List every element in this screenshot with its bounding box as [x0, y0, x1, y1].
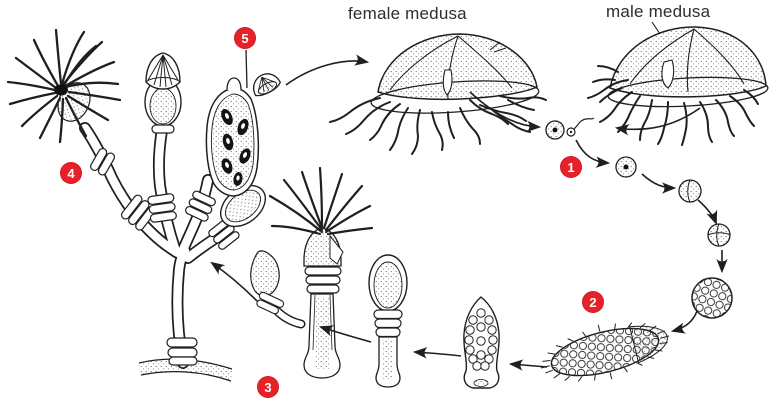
stage-marker-5: 5: [234, 27, 256, 49]
male-medusa-figure: [587, 21, 769, 146]
young-polyp-with-tentacles: [250, 166, 374, 379]
two-cell-stage: [678, 179, 702, 203]
female-medusa-figure: [329, 33, 547, 155]
manubrium: [442, 69, 453, 96]
blastula: [691, 277, 733, 319]
zygote: [615, 156, 637, 178]
developing-polyp: [368, 254, 408, 388]
arrow-fertilization-to-zygote: [575, 139, 611, 168]
egg: [545, 120, 565, 140]
capped-bud-polyp: [144, 52, 182, 134]
arrow-settled-to-developing: [412, 347, 462, 359]
colony-annuli: [90, 147, 240, 366]
tentacles: [329, 95, 547, 155]
stage-marker-1: 1: [560, 156, 582, 178]
tentacles: [587, 65, 759, 146]
arrow-developing-to-young-polyp: [318, 325, 372, 343]
marker-5-pointer-line: [245, 49, 248, 89]
arrow-blastula-to-planula: [670, 310, 698, 334]
flow-arrows: [210, 54, 728, 371]
stage-marker-3: 3: [257, 376, 279, 398]
arrow-released-medusa-to-female: [285, 54, 370, 86]
manubrium: [661, 59, 675, 89]
sperm: [566, 117, 595, 137]
gonangium: [205, 49, 260, 197]
feeding-polyp: [6, 28, 122, 144]
stage-marker-4: 4: [60, 162, 82, 184]
arrow-female-to-egg: [469, 91, 542, 133]
stage-marker-2: 2: [582, 291, 604, 313]
female-medusa-label: female medusa: [348, 4, 467, 23]
lateral-bud: [250, 250, 280, 297]
colony-stalks: [79, 122, 306, 369]
arrow-zygote-to-two-cell: [641, 173, 677, 194]
released-medusa: [253, 73, 282, 97]
male-medusa-label: male medusa: [606, 2, 711, 21]
arrow-young-polyp-to-colony: [210, 261, 258, 302]
planula-larva: [540, 322, 670, 382]
settled-planula: [463, 296, 500, 389]
arrow-male-to-sperm: [614, 107, 701, 136]
arrow-two-to-four-cell: [697, 199, 718, 226]
four-cell-stage: [707, 223, 731, 247]
arrow-planula-to-settled: [508, 359, 548, 371]
